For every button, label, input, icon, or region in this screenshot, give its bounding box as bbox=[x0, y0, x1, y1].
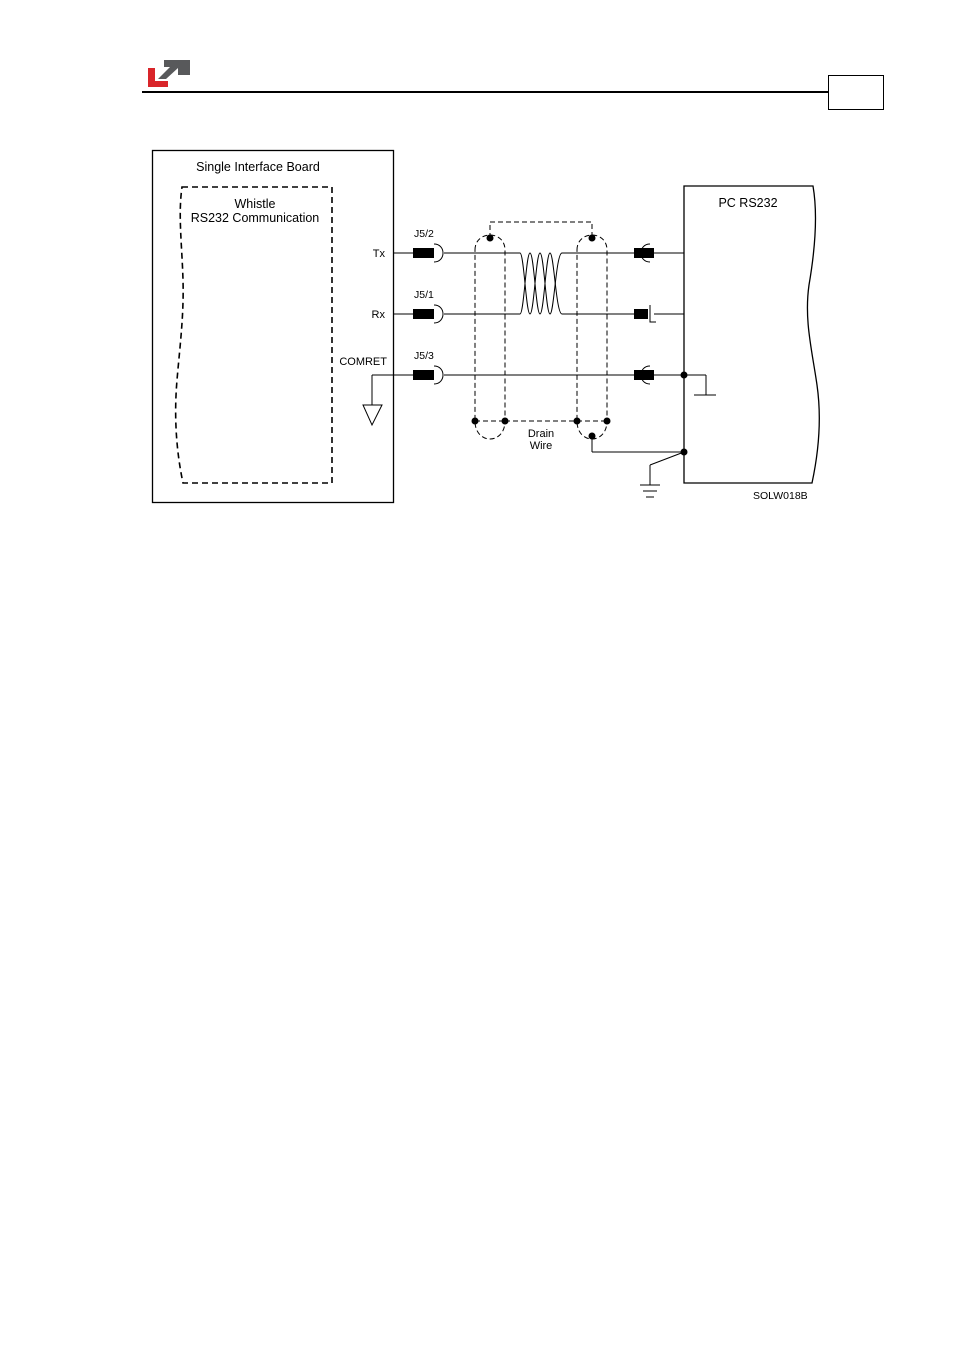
connector-j5-3: J5/3 bbox=[414, 350, 434, 362]
pc-rs232-box bbox=[684, 186, 819, 483]
inner-box-line2: RS232 Communication bbox=[191, 211, 320, 225]
connector-j5-1: J5/1 bbox=[414, 289, 434, 301]
inner-box-line1: Whistle bbox=[235, 197, 276, 211]
signal-rx: Rx bbox=[372, 309, 386, 321]
connector-j5-2: J5/2 bbox=[414, 228, 434, 240]
right-box-title: PC RS232 bbox=[718, 196, 777, 210]
signal-tx: Tx bbox=[373, 248, 386, 260]
signal-comret: COMRET bbox=[339, 356, 387, 368]
left-box-title: Single Interface Board bbox=[196, 160, 320, 174]
figure-id: SOLW018B bbox=[753, 490, 808, 502]
drain-wire-line1: Drain bbox=[528, 428, 554, 440]
drain-wire-line2: Wire bbox=[530, 440, 553, 452]
whistle-dashed-box bbox=[176, 187, 332, 483]
